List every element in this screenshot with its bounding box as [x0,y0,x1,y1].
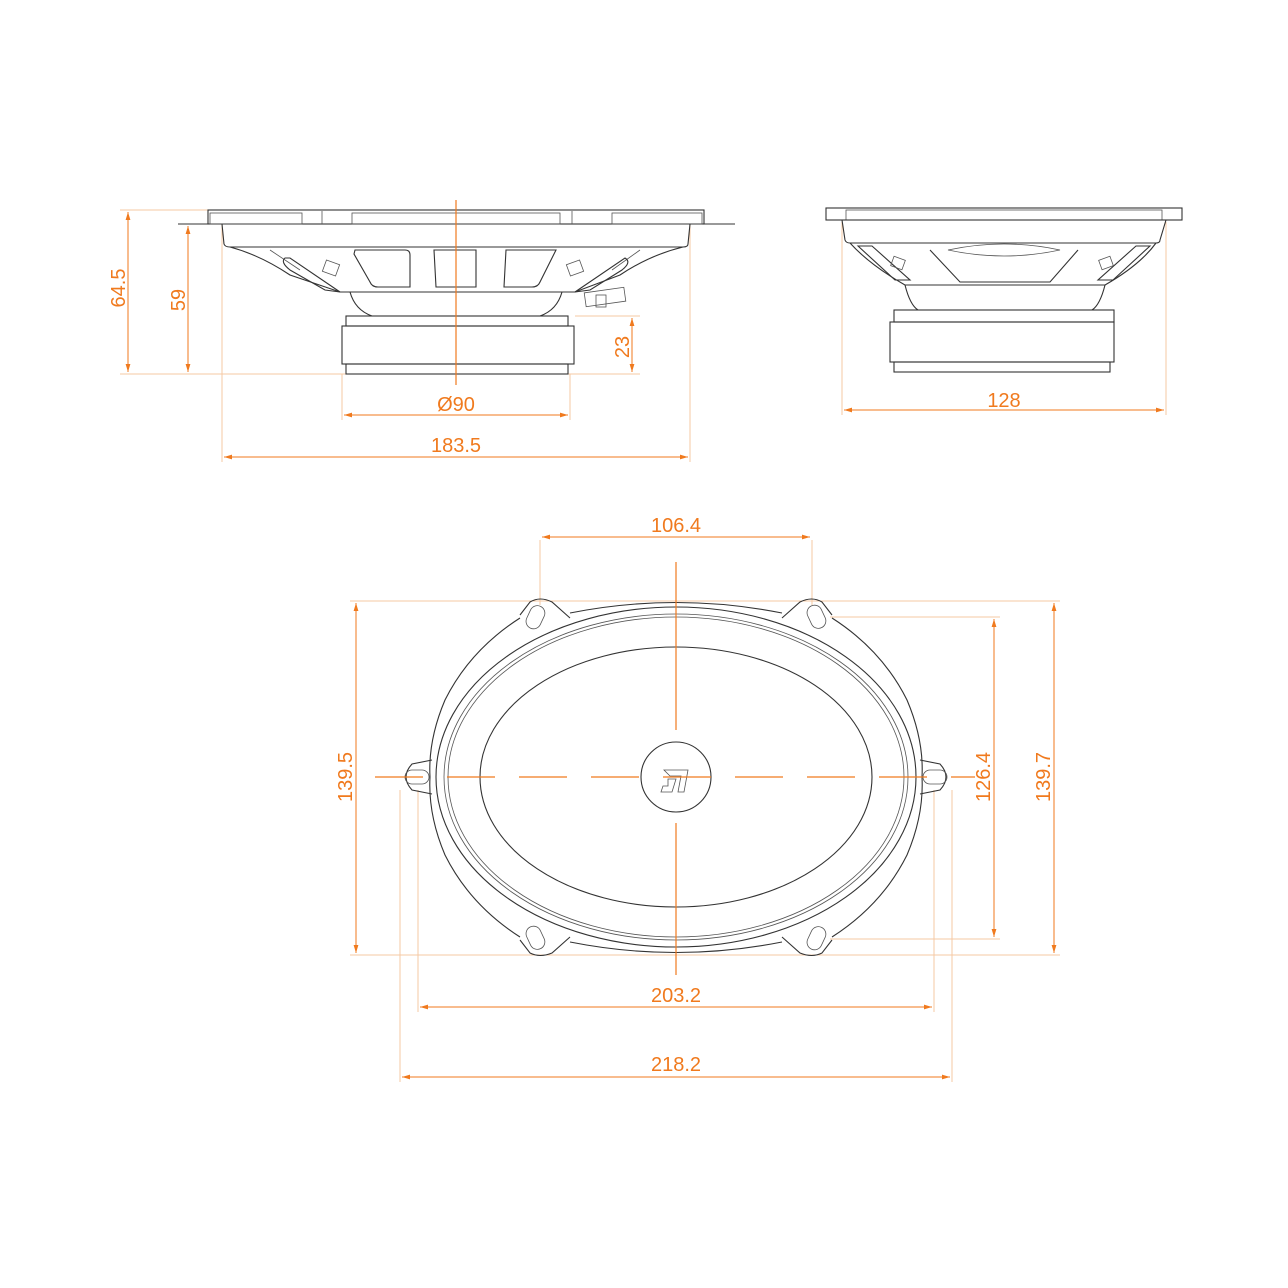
dim-cutout-height: 126.4 [973,752,995,802]
dim-hole-spacing-horizontal: 203.2 [651,985,701,1007]
side-view: 64.5 59 23 Ø90 183.5 [108,200,735,462]
dim-overall-width: 218.2 [651,1054,701,1076]
dim-hole-spacing-top: 106.4 [651,515,701,537]
dim-side-width: 183.5 [431,435,481,457]
dl-logo-icon [660,769,689,793]
logo-mark-icon [321,259,341,277]
dim-height-left: 139.5 [335,752,357,802]
dim-end-width: 128 [987,390,1020,412]
dim-total-height: 64.5 [108,269,130,308]
logo-mark-icon [565,259,585,277]
dim-height-right: 139.7 [1033,752,1055,802]
dim-magnet-height: 23 [612,336,634,358]
logo-mark-icon [1098,255,1114,271]
dim-basket-height: 59 [168,289,190,311]
dim-magnet-diameter: Ø90 [437,394,475,416]
logo-mark-icon [890,255,906,271]
end-view: 128 [825,207,1183,415]
front-view: 106.4 139.5 126.4 139.7 203.2 218.2 [335,515,1060,1082]
